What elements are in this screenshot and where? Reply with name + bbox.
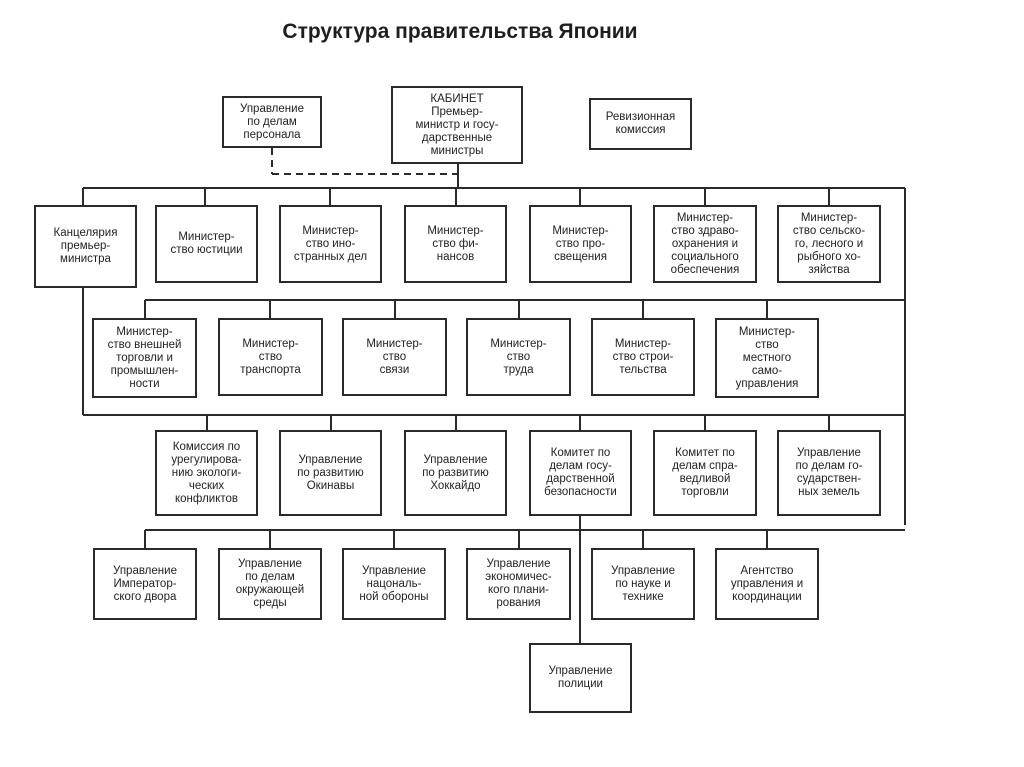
- row1-box: Министер- ство про- свещения: [529, 205, 632, 283]
- row1-box: Канцелярия премьер- министра: [34, 205, 137, 288]
- row1-box: Министер- ство сельско- го, лесного и ры…: [777, 205, 881, 283]
- row2-box: Министер- ство транспорта: [218, 318, 323, 396]
- row3-box: Комитет по делам госу- дарственной безоп…: [529, 430, 632, 516]
- row2-box: Министер- ство связи: [342, 318, 447, 396]
- police-agency-box: Управление полиции: [529, 643, 632, 713]
- row2-box: Министер- ство внешней торговли и промыш…: [92, 318, 197, 398]
- row4-box: Управление экономичес- кого плани- рован…: [466, 548, 571, 620]
- row1-box: Министер- ство фи- нансов: [404, 205, 507, 283]
- row2-box: Министер- ство местного само- управления: [715, 318, 819, 398]
- row3-box: Управление по развитию Окинавы: [279, 430, 382, 516]
- row3-box: Комитет по делам спра- ведливой торговли: [653, 430, 757, 516]
- row1-box: Министер- ство ино- странных дел: [279, 205, 382, 283]
- row2-box: Министер- ство строи- тельства: [591, 318, 695, 396]
- row4-box: Управление по науке и технике: [591, 548, 695, 620]
- row3-box: Управление по развитию Хоккайдо: [404, 430, 507, 516]
- row3-box: Комиссия по урегулирова- нию экологи- че…: [155, 430, 258, 516]
- row4-box: Управление по делам окружающей среды: [218, 548, 322, 620]
- row1-box: Министер- ство юстиции: [155, 205, 258, 283]
- row3-box: Управление по делам го- сударствен- ных …: [777, 430, 881, 516]
- row4-box: Управление нацональ- ной обороны: [342, 548, 446, 620]
- row4-box: Агентство управления и координации: [715, 548, 819, 620]
- row4-box: Управление Император- ского двора: [93, 548, 197, 620]
- row2-box: Министер- ство труда: [466, 318, 571, 396]
- cabinet-box: КАБИНЕТ Премьер- министр и госу- дарстве…: [391, 86, 523, 164]
- audit-commission-box: Ревизионная комиссия: [589, 98, 692, 150]
- personnel-agency-box: Управление по делам персонала: [222, 96, 322, 148]
- chart-title: Структура правительства Японии: [282, 20, 638, 43]
- row1-box: Министер- ство здраво- охранения и социа…: [653, 205, 757, 283]
